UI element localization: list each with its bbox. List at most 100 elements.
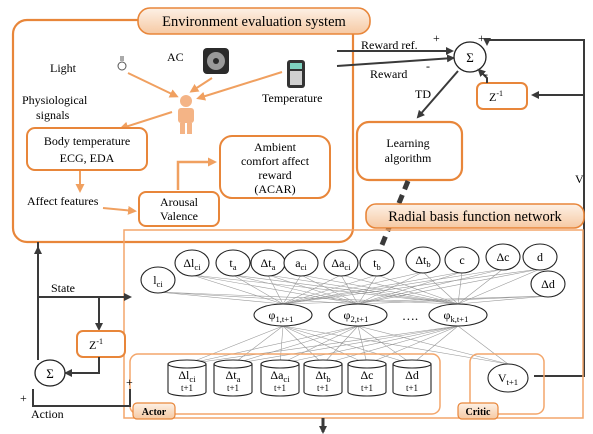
input-hidden-edge [282, 295, 549, 305]
acar-line4: (ACAR) [254, 182, 295, 196]
node-label-base: Δc [360, 368, 373, 382]
env-title: Environment evaluation system [162, 14, 346, 30]
critic-tab [457, 402, 499, 420]
hidden-node-ellipse [328, 303, 388, 327]
actor-cylinder-top [347, 359, 387, 369]
node-label-base: Δt [415, 253, 427, 267]
node-label-sub: ci [194, 262, 201, 272]
reward-loop: Reward ref. + Reward - Σ + V Z-1 - TD [336, 31, 585, 377]
actor-time-label: t+1 [361, 383, 373, 393]
hidden-actor-edge [186, 325, 459, 365]
hidden-node-ellipse [253, 303, 313, 327]
actor-time-label: t+1 [406, 383, 418, 393]
input-hidden-edge [157, 291, 359, 305]
acar-line2: comfort affect [241, 154, 310, 168]
node-label-base: Δa [270, 368, 284, 382]
input-hidden-edge [232, 274, 284, 305]
reward-sum-node [453, 41, 487, 73]
input-node-circle [174, 249, 210, 277]
input-hidden-edge [300, 274, 459, 305]
rbf-input-node: d [522, 243, 558, 271]
state-delay-label: Z-1 [89, 337, 103, 352]
light-bulb-icon [117, 56, 127, 71]
input-hidden-edge [232, 274, 359, 305]
rbf-hidden-nodes: φ 1,t+1 φ2,t+1 φk,t+1 [253, 303, 488, 327]
rbf-input-node: Δlci [174, 249, 210, 277]
node-label-sub: b [426, 259, 430, 269]
critic-output-node: Vt+1 [487, 363, 529, 393]
input-hidden-edge [191, 274, 284, 305]
hidden-actor-edge [357, 325, 413, 365]
rbf-input-node: Δc [485, 243, 521, 271]
physio-label-line1: Physiological [22, 93, 88, 107]
value-label-v: V [575, 172, 584, 186]
node-label-base: Δt [226, 368, 238, 382]
physio-label-line2: signals [36, 108, 70, 122]
actor-time-label: t+1 [317, 383, 329, 393]
temperature-label: Temperature [262, 91, 322, 105]
node-label-sub: 1,t+1 [275, 314, 293, 324]
plus-top-left: + [126, 375, 133, 389]
input-hidden-edge [282, 271, 463, 305]
rbf-title-tab [365, 203, 585, 229]
node-label: Δaci [270, 368, 290, 384]
input-hidden-edge [357, 271, 463, 305]
thermostat-icon [287, 60, 305, 88]
rbf-hidden-node: φk,t+1 [428, 303, 488, 327]
rbf-input-node: Δtb [405, 246, 441, 274]
hidden-actor-edge [232, 325, 459, 365]
input-hidden-edge [357, 295, 549, 305]
node-label-base: Δt [315, 368, 327, 382]
node-label: Δc [360, 368, 373, 382]
actor-cylinder-top [213, 359, 253, 369]
hidden-ellipsis: …. [402, 308, 418, 323]
actor-output-node: Δct+1 [347, 359, 387, 397]
input-node-circle [530, 270, 566, 298]
input-node-circle [215, 249, 251, 277]
node-label-base: t [229, 256, 233, 270]
critic-container [469, 353, 545, 415]
critic-label: Critic [466, 407, 492, 418]
node-label-sub: ci [344, 262, 351, 272]
left-feedback-loop: State Z-1 Σ + + Action [20, 242, 133, 421]
node-label-base: t [373, 256, 377, 270]
node-label: Δta [261, 256, 276, 272]
valence-label: Valence [160, 209, 198, 223]
body-temp-line2: ECG, EDA [60, 151, 115, 165]
node-label: Δtb [315, 368, 330, 384]
learning-algorithm-box [355, 120, 464, 182]
hidden-critic-edge [357, 325, 509, 365]
rbf-input-node: tb [359, 249, 395, 277]
node-label-base: Δc [496, 250, 509, 264]
input-node-circle [444, 246, 480, 274]
node-label: φk,t+1 [444, 308, 469, 324]
node-label: φ2,t+1 [344, 308, 369, 324]
input-hidden-edge [357, 271, 424, 305]
node-label: c [459, 253, 464, 267]
node-label-sub: t+1 [507, 377, 519, 387]
input-hidden-edge [191, 274, 459, 305]
input-node-circle [140, 266, 176, 294]
input-hidden-edge [357, 268, 504, 305]
node-label: Δlci [178, 368, 196, 384]
minus-reward: - [426, 59, 430, 73]
state-delay-exp: -1 [96, 337, 103, 346]
node-label-sub: a [237, 374, 241, 384]
node-label-base: Δt [261, 256, 273, 270]
delay-to-sum-arrow [477, 68, 488, 83]
rbf-input-node: aci [283, 249, 319, 277]
action-label: Action [31, 407, 64, 421]
light-label: Light [50, 61, 77, 75]
input-hidden-edge [357, 268, 541, 305]
actor-tab [132, 402, 176, 420]
node-label-sub: b [326, 374, 330, 384]
input-node-circle [323, 249, 359, 277]
actor-cylinder-body [303, 363, 343, 397]
node-label: d [537, 250, 543, 264]
node-label-base: φ [444, 308, 451, 322]
td-arrow [416, 70, 459, 119]
